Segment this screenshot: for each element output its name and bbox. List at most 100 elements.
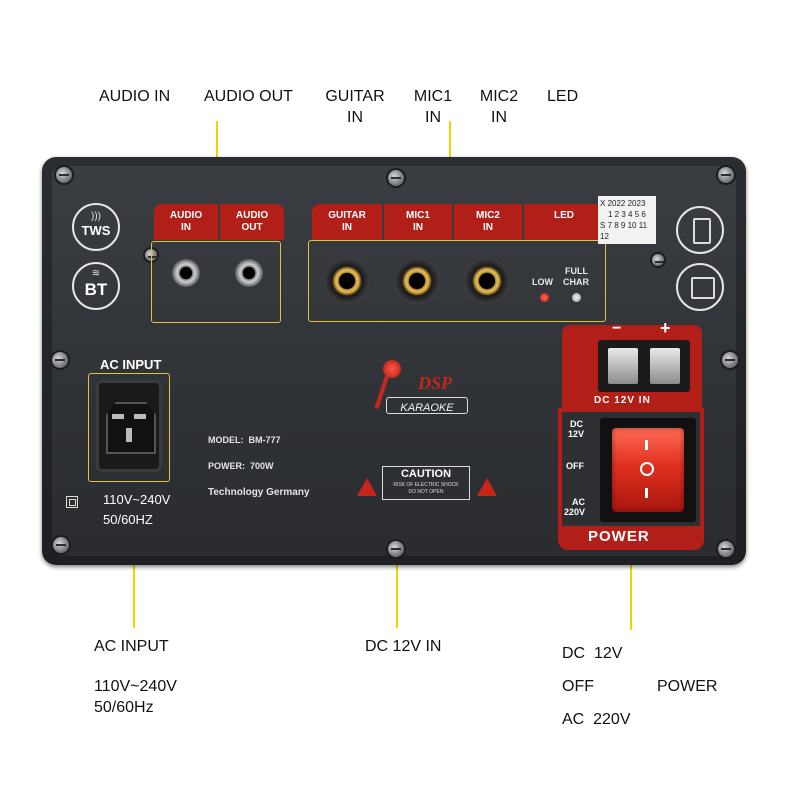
panel-frequency: 50/60HZ [103, 512, 153, 527]
callout-dc-12v-in: DC 12V IN [365, 638, 442, 655]
screw-bottom-mid [388, 541, 404, 557]
callout-mic2-line2: IN [491, 109, 507, 126]
callout-power: POWER [657, 678, 718, 695]
tab-guitar-in-label: GUITAR IN [328, 210, 366, 233]
karaoke-logo: KARAOKE [386, 397, 468, 414]
mic1-in-jack [394, 258, 440, 304]
switch-ac-label1: AC [572, 497, 585, 507]
panel-voltage: 110V~240V [103, 492, 171, 507]
tab-audio-out-label: AUDIO OUT [235, 210, 269, 233]
tab-mic1-in: MIC1 IN [384, 204, 452, 240]
caution-sub2: DO NOT OPEN [408, 489, 444, 495]
date-card-months: 7 8 9 10 11 12 [600, 221, 648, 241]
date-card: X 2022 2023 1 2 3 4 5 6 S 7 8 9 10 11 12 [598, 196, 656, 244]
callout-mic1-line2: IN [425, 109, 441, 126]
callout-ac-frequency: 50/60Hz [94, 699, 154, 716]
switch-ac-label2: 220V [564, 507, 586, 517]
date-card-row1: X 2022 2023 [600, 198, 654, 209]
callout-switch-ac: AC 220V [562, 711, 631, 728]
screw-right-mid [722, 352, 738, 368]
callout-audio-in: AUDIO IN [99, 88, 171, 105]
led-full-label: FULL [565, 266, 588, 276]
rocker-mark-mid [640, 462, 654, 476]
date-card-s: S [600, 221, 606, 230]
date-card-row3: S 7 8 9 10 11 12 [600, 220, 654, 242]
callout-mic1-line1: MIC1 [413, 88, 453, 105]
caution-title: CAUTION [400, 468, 452, 480]
callout-ac-input: AC INPUT [94, 638, 169, 655]
screw-bottom-left [53, 537, 69, 553]
model-text: MODEL: BM-777 [208, 435, 281, 445]
rocker-mark-top [645, 440, 648, 450]
screw-top-left [56, 167, 72, 183]
tab-mic2-in: MIC2 IN [454, 204, 522, 240]
screw-left-mid [52, 352, 68, 368]
tab-guitar-in: GUITAR IN [312, 204, 382, 240]
ac-input-label: AC INPUT [100, 357, 162, 372]
power-rating-text: POWER: 700W [208, 461, 274, 471]
callout-mic2-in: MIC2 IN [478, 86, 520, 128]
callout-guitar-line2: IN [347, 109, 363, 126]
switch-dc-label1: DC [570, 419, 583, 429]
audio-in-jack [172, 259, 200, 287]
screw-bottom-right [718, 541, 734, 557]
microphone-icon [383, 360, 401, 378]
exclamation-warning-icon [477, 478, 497, 496]
tech-text: Technology Germany [208, 487, 310, 498]
power-leader [630, 550, 632, 630]
switch-off-label: OFF [566, 461, 584, 471]
callout-guitar-line1: GUITAR [325, 88, 385, 105]
guitar-in-jack [324, 258, 370, 304]
callout-led: LED [547, 88, 579, 105]
karaoke-label: KARAOKE [400, 402, 454, 414]
screw-card [652, 254, 665, 266]
led-full-light [572, 293, 581, 302]
tab-audio-in: AUDIO IN [154, 204, 218, 240]
wireless-icon: ))) [91, 211, 101, 222]
tab-led-label: LED [554, 210, 574, 221]
switch-dc-label2: 12V [568, 429, 585, 439]
usb-slot-icon [676, 206, 724, 254]
dc-terminal-block [598, 340, 690, 392]
caution-sub1: RISK OF ELECTRIC SHOCK [393, 482, 459, 488]
signal-icon: ≋ [91, 268, 101, 279]
tab-audio-in-label: AUDIO IN [169, 210, 203, 233]
callout-guitar-in: GUITAR IN [325, 86, 385, 128]
callout-mic2-line1: MIC2 [479, 88, 519, 105]
callout-switch-dc: DC 12V [562, 645, 623, 662]
screw-top-right [718, 167, 734, 183]
callout-mic1-in: MIC1 IN [412, 86, 454, 128]
date-card-x: X [600, 199, 606, 208]
audio-box [151, 241, 281, 323]
callout-ac-voltage: 110V~240V [94, 678, 177, 695]
tab-mic2-in-label: MIC2 IN [476, 210, 500, 233]
audio-out-jack [235, 259, 263, 287]
power-panel-label: POWER [588, 528, 650, 545]
tws-badge: ))) TWS [72, 203, 120, 251]
date-card-years: 2022 2023 [607, 199, 646, 208]
callout-switch-off: OFF [562, 678, 594, 695]
sd-slot-icon [676, 263, 724, 311]
screw-top-mid [388, 170, 404, 186]
dc-in-panel-label: DC 12V IN [594, 395, 651, 406]
bt-label: BT [84, 280, 108, 299]
led-low-label: LOW [532, 277, 553, 287]
rocker-mark-bottom [645, 488, 648, 498]
tab-mic1-in-label: MIC1 IN [406, 210, 430, 233]
mic2-in-jack [464, 258, 510, 304]
date-card-row2: 1 2 3 4 5 6 [608, 210, 646, 219]
dsp-logo: DSP [418, 373, 453, 393]
inputs-box [308, 240, 606, 322]
iec-socket [96, 380, 162, 472]
bt-badge: ≋ BT [72, 262, 120, 310]
dc-minus-label: − [612, 320, 622, 337]
tab-audio-out: AUDIO OUT [220, 204, 284, 240]
ac-box [88, 373, 170, 482]
dc-plus-label: + [660, 318, 671, 338]
power-rocker-switch[interactable] [600, 418, 696, 522]
double-insulation-icon [66, 496, 78, 508]
tab-led: LED [524, 204, 604, 240]
callout-audio-out: AUDIO OUT [204, 88, 293, 105]
led-char-label: CHAR [563, 277, 589, 287]
